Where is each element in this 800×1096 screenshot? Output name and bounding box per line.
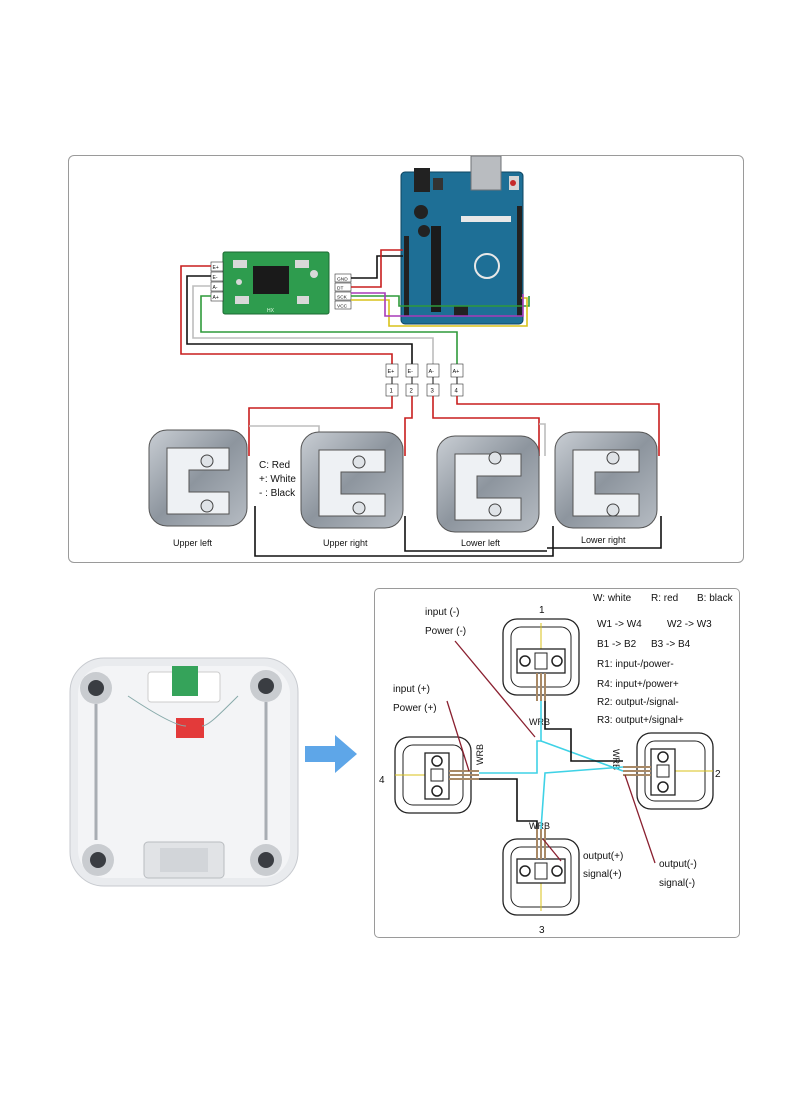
label-signal-plus: signal(+) [583, 869, 622, 880]
legend-plus-white: +: White [259, 474, 296, 485]
connector-label-a-minus: A- [429, 369, 435, 375]
wiring-diagram: HX E+ E- A- A+ GND DT SCK VCC [148, 155, 662, 557]
hx711-pin-a-minus: A- [213, 285, 218, 291]
label-power-minus: Power (-) [425, 626, 466, 637]
mapping-w1-w4: W1 -> W4 [597, 619, 642, 630]
hx711-chip-label: HX [267, 308, 275, 314]
wire-code-cell-3: WRB [529, 821, 550, 831]
load-cell-upper-right [300, 431, 404, 529]
hx711-arduino-wires [351, 249, 530, 327]
schematic-cell-2 [623, 732, 714, 810]
role-r2: R2: output-/signal- [597, 697, 679, 708]
hx711-pin-vcc: VCC [337, 304, 348, 310]
label-input-plus: input (+) [393, 684, 430, 695]
hx711-left-pins: E+ E- A- A+ [210, 261, 224, 302]
mapping-b1-b2: B1 -> B2 [597, 639, 637, 650]
label-output-minus: output(-) [659, 859, 697, 870]
connector-number-3: 3 [431, 389, 435, 395]
label-power-plus: Power (+) [393, 703, 437, 714]
role-r1: R1: input-/power- [597, 659, 674, 670]
connector-block: E+ E- A- A+ 1 2 3 4 [385, 363, 464, 397]
legend-b-black: B: black [697, 593, 734, 604]
label-input-minus: input (-) [425, 607, 459, 618]
cell-number-2: 2 [715, 769, 721, 780]
hx711-pin-a-plus: A+ [213, 295, 219, 301]
scale-schematic-panel: W: white R: red B: black W1 -> W4 W2 -> … [374, 588, 740, 938]
cell-number-3: 3 [539, 925, 545, 936]
hx711-module: HX [222, 251, 330, 315]
label-lower-right: Lower right [581, 535, 626, 545]
load-cell-lower-left [436, 435, 540, 533]
wire-code-cell-4: WRB [475, 744, 485, 765]
connector-number-2: 2 [410, 389, 414, 395]
connector-label-e-minus: E- [408, 369, 414, 375]
arduino-board [400, 155, 524, 325]
load-cell-upper-left [148, 429, 248, 527]
hx711-right-pins: GND DT SCK VCC [334, 273, 352, 310]
hx711-connector-wires [180, 265, 458, 364]
connector-label-a-plus: A+ [453, 369, 460, 375]
hx711-pin-gnd: GND [337, 277, 348, 283]
mapping-b3-b4: B3 -> B4 [651, 639, 691, 650]
mapping-w2-w3: W2 -> W3 [667, 619, 712, 630]
legend-c-red: C: Red [259, 460, 290, 471]
schematic-cell-1 [502, 618, 580, 701]
scale-schematic: W: white R: red B: black W1 -> W4 W2 -> … [379, 593, 734, 936]
schematic-cell-3 [502, 829, 580, 916]
schematic-cell-4 [394, 736, 479, 814]
legend-minus-black: - : Black [259, 488, 296, 499]
legend-w-white: W: white [593, 593, 632, 604]
cell-number-1: 1 [539, 605, 545, 616]
wire-code-cell-2: WRB [611, 749, 621, 770]
load-cell-lower-right [554, 431, 658, 529]
hx711-pin-e-minus: E- [213, 275, 218, 281]
connector-label-e-plus: E+ [388, 369, 395, 375]
label-upper-left: Upper left [173, 538, 213, 548]
label-lower-left: Lower left [461, 538, 501, 548]
connector-number-1: 1 [390, 389, 394, 395]
legend-r-red: R: red [651, 593, 678, 604]
cell-number-4: 4 [379, 775, 385, 786]
label-signal-minus: signal(-) [659, 878, 695, 889]
hx711-pin-dt: DT [337, 286, 343, 292]
wiring-diagram-panel: HX E+ E- A- A+ GND DT SCK VCC [68, 155, 744, 563]
wire-code-cell-1: WRB [529, 717, 550, 727]
hx711-pin-e-plus: E+ [213, 265, 219, 271]
arrow-right-icon [305, 735, 357, 773]
role-r3: R3: output+/signal+ [597, 715, 684, 726]
hx711-pin-sck: SCK [337, 295, 348, 301]
connector-number-4: 4 [455, 389, 459, 395]
bathroom-scale-photo [69, 657, 299, 887]
label-output-plus: output(+) [583, 851, 623, 862]
role-r4: R4: input+/power+ [597, 679, 679, 690]
schematic-wires [446, 640, 656, 864]
label-upper-right: Upper right [323, 538, 368, 548]
